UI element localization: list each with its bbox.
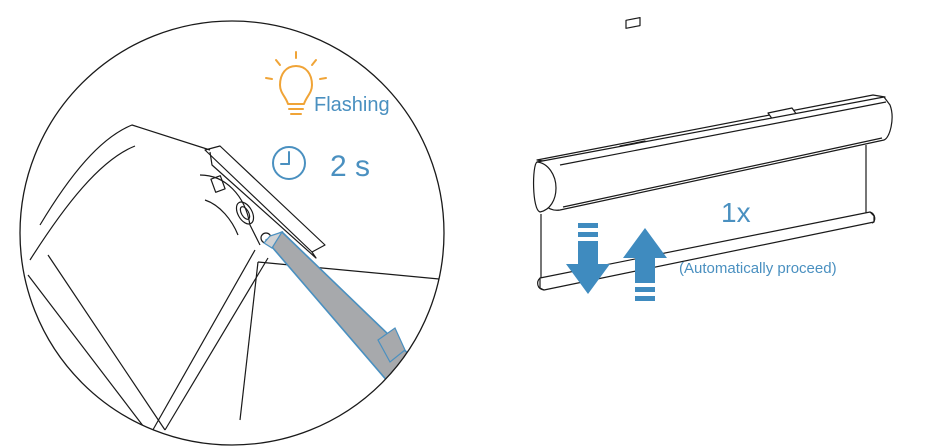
- duration-label: 2 s: [330, 150, 370, 183]
- auto-proceed-note: (Automatically proceed): [679, 260, 837, 277]
- lightbulb-icon: [265, 51, 327, 115]
- magnified-detail: [19, 20, 445, 446]
- roller-blind: [533, 16, 893, 291]
- status-label: Flashing: [314, 94, 390, 116]
- repeat-count-label: 1x: [721, 197, 751, 228]
- clock-icon: [272, 146, 306, 180]
- arrow-up-icon: [623, 228, 667, 301]
- arrow-down-icon: [566, 223, 610, 294]
